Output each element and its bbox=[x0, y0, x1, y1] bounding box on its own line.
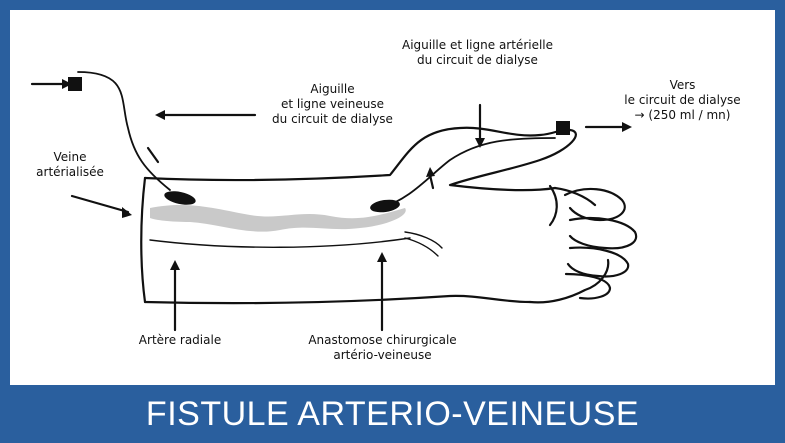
radial-artery-line bbox=[150, 238, 410, 247]
arrow-arterialized-vein bbox=[72, 196, 128, 212]
label-to-circuit: Vers le circuit de dialyse → (250 ml / m… bbox=[595, 78, 770, 123]
arrow-flow-tube bbox=[148, 148, 158, 162]
label-needle-venous: Aiguille et ligne veineuse du circuit de… bbox=[250, 82, 415, 127]
label-needle-arterial: Aiguille et ligne artérielle du circuit … bbox=[375, 38, 580, 68]
finger-2 bbox=[570, 218, 636, 248]
thumb bbox=[550, 186, 557, 225]
arrow-flow bbox=[430, 175, 433, 188]
diagram-panel: Aiguille et ligne artérielle du circuit … bbox=[10, 10, 775, 385]
forearm-bottom-edge bbox=[145, 296, 530, 303]
anastomosis-branch bbox=[405, 232, 442, 256]
finger-3 bbox=[568, 248, 628, 277]
label-arterialized-vein: Veine artérialisée bbox=[15, 150, 125, 180]
forearm-cut-edge bbox=[141, 178, 145, 302]
label-radial-artery: Artère radiale bbox=[115, 333, 245, 348]
label-anastomosis: Anastomose chirurgicale artério-veineuse bbox=[275, 333, 490, 363]
arterial-tubing bbox=[380, 138, 555, 208]
forearm-top-edge bbox=[145, 128, 576, 190]
venous-connector bbox=[68, 77, 82, 91]
arterial-connector bbox=[556, 121, 570, 135]
venous-needle bbox=[163, 189, 197, 207]
figure-caption: FISTULE ARTERIO-VEINEUSE bbox=[0, 385, 785, 443]
arterialized-vein-band bbox=[150, 205, 406, 232]
hand-outline bbox=[530, 188, 608, 302]
